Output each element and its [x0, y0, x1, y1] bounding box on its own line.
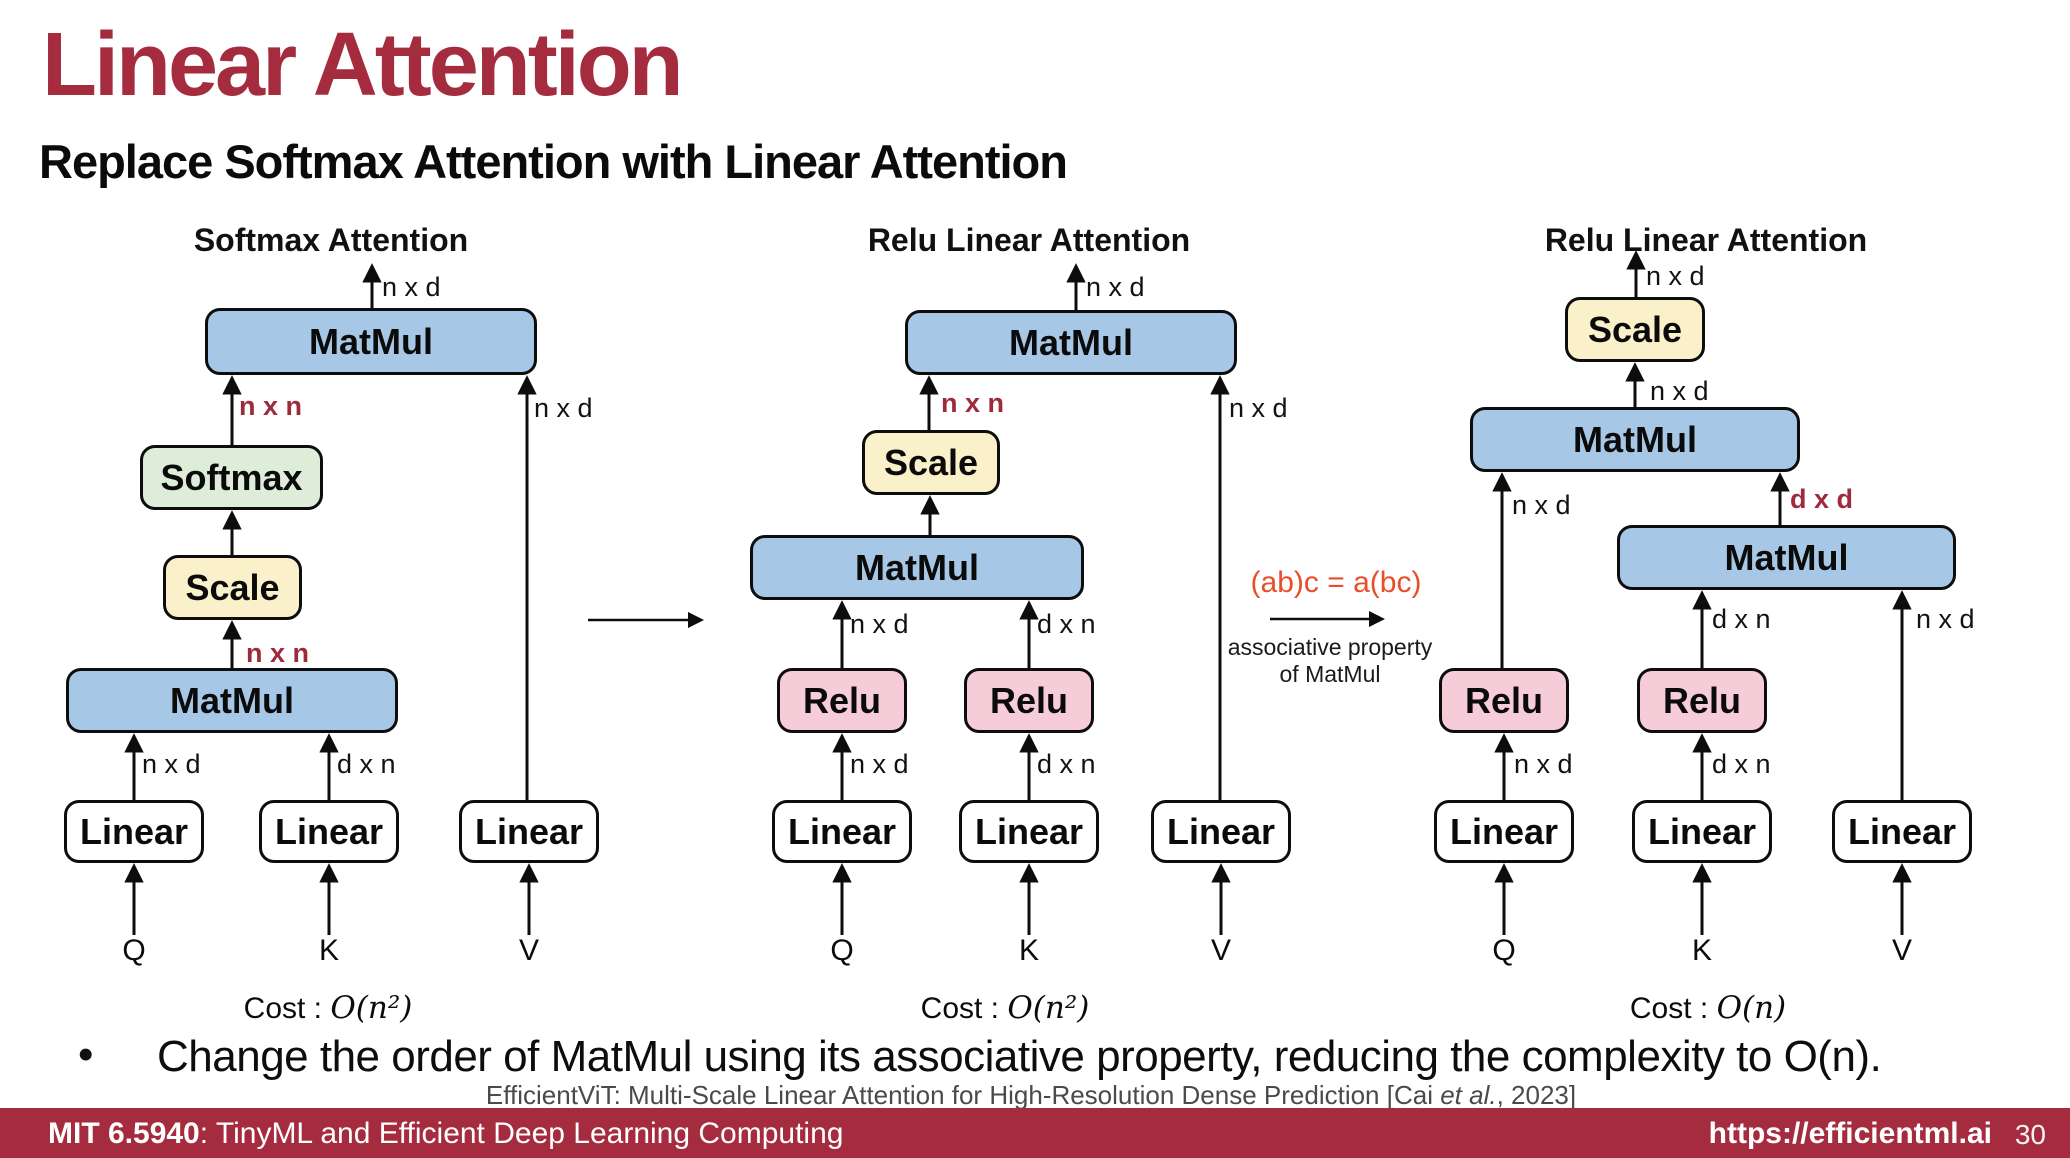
right-cost-value: O(n)	[1716, 990, 1787, 1026]
right-dim-out-nxd: n x d	[1646, 261, 1705, 291]
middle-input-k-label: K	[1018, 934, 1040, 967]
bullet-text: Change the order of MatMul using its ass…	[157, 1032, 1882, 1081]
middle-dim-out-nxd: n x d	[1086, 272, 1145, 302]
left-scale-box: Scale	[163, 555, 302, 620]
left-dim-out-nxd: n x d	[382, 272, 441, 302]
left-cost-label: Cost : O(n²)	[244, 990, 413, 1026]
middle-scale-box: Scale	[862, 430, 1000, 495]
middle-cost-label: Cost : O(n²)	[921, 990, 1090, 1026]
middle-matmul-bottom-box: MatMul	[750, 535, 1084, 600]
right-linear-v-box: Linear	[1832, 800, 1972, 863]
right-cost-prefix: Cost :	[1629, 992, 1717, 1025]
left-dim-k-dxn: d x n	[337, 749, 396, 779]
left-matmul-bottom-box: MatMul	[66, 668, 398, 733]
right-relu-k-box: Relu	[1637, 668, 1767, 733]
middle-input-v-label: V	[1210, 934, 1232, 967]
middle-dim-relu-k-dxn: d x n	[1037, 609, 1096, 639]
middle-relu-k-box: Relu	[964, 668, 1094, 733]
middle-dim-linear-k-dxn: d x n	[1037, 749, 1096, 779]
associative-note-line1: associative property	[1227, 634, 1433, 660]
left-dim-nxn-bottom: n x n	[246, 638, 310, 668]
footer-page-number: 30	[2014, 1119, 2046, 1150]
left-linear-v-box: Linear	[459, 800, 599, 863]
left-linear-q-box: Linear	[64, 800, 204, 863]
footer-bar	[0, 1108, 2070, 1158]
right-linear-q-box: Linear	[1434, 800, 1574, 863]
citation-suffix: , 2023]	[1496, 1080, 1577, 1110]
left-input-k-label: K	[318, 934, 340, 967]
left-cost-prefix: Cost :	[243, 992, 331, 1025]
diagram-right-header: Relu Linear Attention	[1544, 222, 1868, 258]
middle-linear-v-box: Linear	[1151, 800, 1291, 863]
right-cost-label: Cost : O(n)	[1630, 990, 1786, 1026]
slide-title: Linear Attention	[42, 15, 684, 115]
left-input-q-label: Q	[122, 934, 146, 967]
right-matmul-bottom-box: MatMul	[1617, 525, 1956, 590]
right-dim-q-nxd: n x d	[1512, 490, 1571, 520]
middle-dim-v-nxd: n x d	[1229, 393, 1288, 423]
right-dim-dxd: d x d	[1790, 484, 1854, 514]
bullet-marker: •	[78, 1030, 94, 1079]
diagram-middle-header: Relu Linear Attention	[867, 222, 1191, 258]
middle-dim-linear-q-nxd: n x d	[850, 749, 909, 779]
left-dim-q-nxd: n x d	[142, 749, 201, 779]
associative-note-line2: of MatMul	[1279, 661, 1381, 687]
middle-dim-nxn: n x n	[941, 388, 1005, 418]
citation-prefix: EfficientViT: Multi-Scale Linear Attenti…	[485, 1080, 1441, 1110]
footer-link[interactable]: https://efficientml.ai	[1708, 1117, 1992, 1150]
footer-course-number: MIT 6.5940	[48, 1117, 200, 1150]
associative-equation: (ab)c = a(bc)	[1250, 566, 1422, 599]
left-dim-nxn-top: n x n	[239, 391, 303, 421]
slide-subtitle: Replace Softmax Attention with Linear At…	[39, 135, 1068, 188]
left-cost-value: O(n²)	[330, 990, 413, 1026]
right-scale-box: Scale	[1565, 297, 1705, 362]
right-matmul-top-box: MatMul	[1470, 407, 1800, 472]
left-input-v-label: V	[518, 934, 540, 967]
right-input-k-label: K	[1691, 934, 1713, 967]
footer-course-title: : TinyML and Efficient Deep Learning Com…	[199, 1117, 844, 1150]
citation: EfficientViT: Multi-Scale Linear Attenti…	[486, 1080, 1576, 1111]
middle-input-q-label: Q	[830, 934, 854, 967]
right-linear-k-box: Linear	[1632, 800, 1772, 863]
right-relu-q-box: Relu	[1439, 668, 1569, 733]
diagram-left-header: Softmax Attention	[193, 222, 469, 258]
left-matmul-top-box: MatMul	[205, 308, 537, 375]
right-dim-scale-nxd: n x d	[1650, 376, 1709, 406]
middle-linear-q-box: Linear	[772, 800, 912, 863]
footer-course: MIT 6.5940: TinyML and Efficient Deep Le…	[48, 1117, 843, 1151]
left-softmax-box: Softmax	[140, 445, 323, 510]
middle-cost-value: O(n²)	[1007, 990, 1090, 1026]
left-dim-v-nxd: n x d	[534, 393, 593, 423]
citation-etal: et al.	[1440, 1080, 1497, 1110]
right-dim-linear-q-nxd: n x d	[1514, 749, 1573, 779]
middle-matmul-top-box: MatMul	[905, 310, 1237, 375]
right-dim-linear-k-dxn: d x n	[1712, 749, 1771, 779]
right-dim-v-nxd: n x d	[1916, 604, 1975, 634]
right-input-v-label: V	[1891, 934, 1913, 967]
right-input-q-label: Q	[1492, 934, 1516, 967]
middle-linear-k-box: Linear	[959, 800, 1099, 863]
middle-relu-q-box: Relu	[777, 668, 907, 733]
middle-cost-prefix: Cost :	[920, 992, 1008, 1025]
middle-dim-relu-q-nxd: n x d	[850, 609, 909, 639]
left-linear-k-box: Linear	[259, 800, 399, 863]
right-dim-k-dxn: d x n	[1712, 604, 1771, 634]
